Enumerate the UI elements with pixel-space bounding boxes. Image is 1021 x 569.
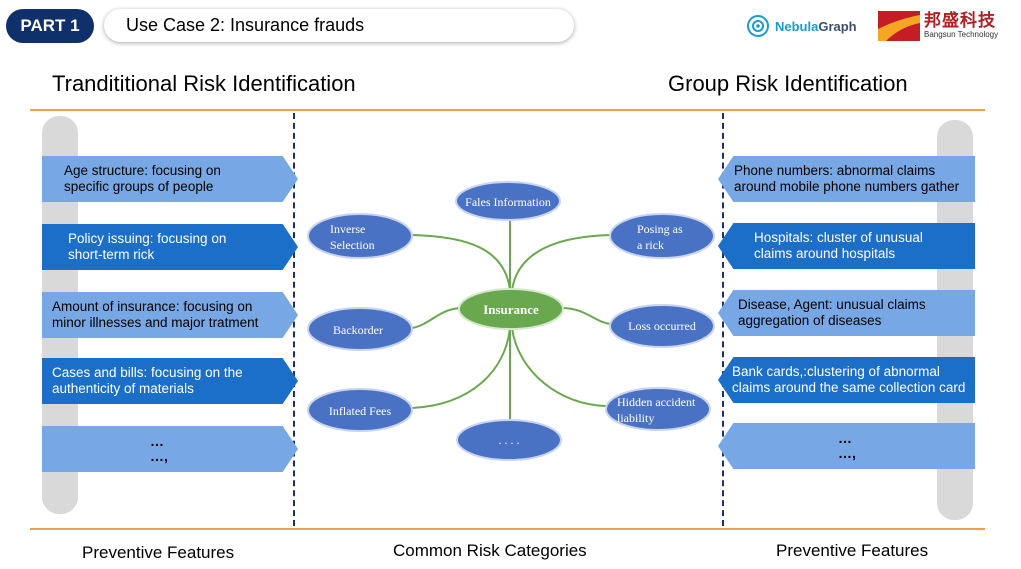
left-feature-policy-line1: Policy issuing: focusing on: [68, 231, 227, 246]
left-feature-more: ……,: [42, 426, 298, 472]
node-inverse: Inverse Selection: [307, 213, 413, 259]
node-more-label: . . . .: [499, 433, 520, 447]
bottom-divider: [30, 528, 985, 530]
node-fales-label: Fales Information: [465, 195, 551, 209]
nebulagraph-logo: NebulaGraph: [746, 11, 857, 41]
node-posing: Posing as a rick: [609, 213, 715, 259]
left-feature-more-line1: …: [150, 433, 164, 449]
right-feature-bank-line2: claims around the same collection card: [732, 380, 966, 395]
branch-inflated: [411, 327, 511, 409]
node-inflated: Inflated Fees: [307, 388, 413, 432]
branch-hidden: [511, 327, 607, 407]
left-feature-age-line1: Age structure: focusing on: [64, 163, 221, 178]
node-hidden-line2: liability: [617, 411, 654, 425]
right-feature-more-line1: …: [838, 430, 852, 446]
right-heading: Group Risk Identification: [668, 71, 908, 96]
node-backorder-label: Backorder: [333, 323, 383, 337]
left-feature-cases-line2: authenticity of materials: [52, 381, 194, 396]
nebulagraph-logo-text-b: Graph: [818, 18, 857, 34]
branch-inverse: [409, 234, 511, 291]
bangsun-logo-en: Bangsun Technology: [924, 30, 999, 39]
slide-title: Use Case 2: Insurance frauds: [104, 9, 574, 42]
footer-center-label: Common Risk Categories: [393, 541, 587, 560]
right-feature-hospitals-line1: Hospitals: cluster of unusual: [754, 230, 923, 245]
part-badge: PART 1: [6, 9, 94, 43]
bangsun-logo-cn: 邦盛科技: [924, 11, 996, 30]
branch-backorder: [411, 307, 463, 329]
node-loss: Loss occurred: [609, 304, 715, 348]
node-hidden-line1: Hidden accident: [617, 395, 696, 409]
branch-loss: [561, 307, 611, 325]
nebulagraph-logo-text-a: Nebula: [775, 18, 819, 34]
nebulagraph-logo-text: NebulaGraph: [775, 19, 857, 34]
right-feature-disease-line2: aggregation of diseases: [738, 313, 882, 328]
left-feature-cases-line1: Cases and bills: focusing on the: [52, 365, 243, 380]
nebulagraph-logo-icon: [747, 15, 769, 37]
node-backorder: Backorder: [307, 307, 413, 351]
left-heading: Trandititional Risk Identification: [52, 71, 356, 96]
top-divider: [30, 109, 985, 111]
right-feature-more-line2: …,: [838, 445, 856, 461]
node-loss-label: Loss occurred: [628, 319, 696, 333]
node-inverse-line1: Inverse: [330, 222, 365, 236]
right-feature-phone-line2: around mobile phone numbers gather: [734, 179, 960, 194]
node-inverse-line2: Selection: [330, 238, 375, 252]
node-hidden: Hidden accident liability: [605, 387, 711, 431]
left-feature-amount-line2: minor illnesses and major tratment: [52, 315, 259, 330]
mindmap-branches: [409, 215, 613, 424]
left-feature-more-line2: …,: [150, 448, 168, 464]
node-posing-line2: a rick: [637, 238, 664, 252]
branch-posing: [511, 234, 613, 291]
node-more: . . . .: [456, 419, 562, 461]
slide-title-text: Use Case 2: Insurance frauds: [126, 15, 365, 35]
node-inflated-label: Inflated Fees: [329, 404, 392, 418]
bangsun-logo-icon: [878, 11, 920, 41]
left-feature-amount-line1: Amount of insurance: focusing on: [52, 299, 253, 314]
left-feature-age-line2: specific groups of people: [64, 179, 214, 194]
right-feature-disease-line1: Disease, Agent: unusual claims: [738, 297, 926, 312]
node-center-label: Insurance: [483, 302, 539, 317]
node-fales: Fales Information: [455, 181, 561, 221]
right-feature-hospitals-line2: claims around hospitals: [754, 246, 896, 261]
node-posing-line1: Posing as: [637, 222, 683, 236]
left-feature-policy-line2: short-term rick: [68, 247, 155, 262]
right-feature-bank-line1: Bank cards,:clustering of abnormal: [732, 364, 940, 379]
bangsun-logo: 邦盛科技 Bangsun Technology: [878, 10, 998, 42]
right-feature-phone-line1: Phone numbers: abnormal claims: [734, 163, 936, 178]
right-feature-more: ……,: [718, 423, 975, 469]
footer-left-label: Preventive Features: [82, 543, 235, 562]
node-center-insurance: Insurance: [458, 288, 564, 330]
footer-right-label: Preventive Features: [776, 541, 929, 560]
